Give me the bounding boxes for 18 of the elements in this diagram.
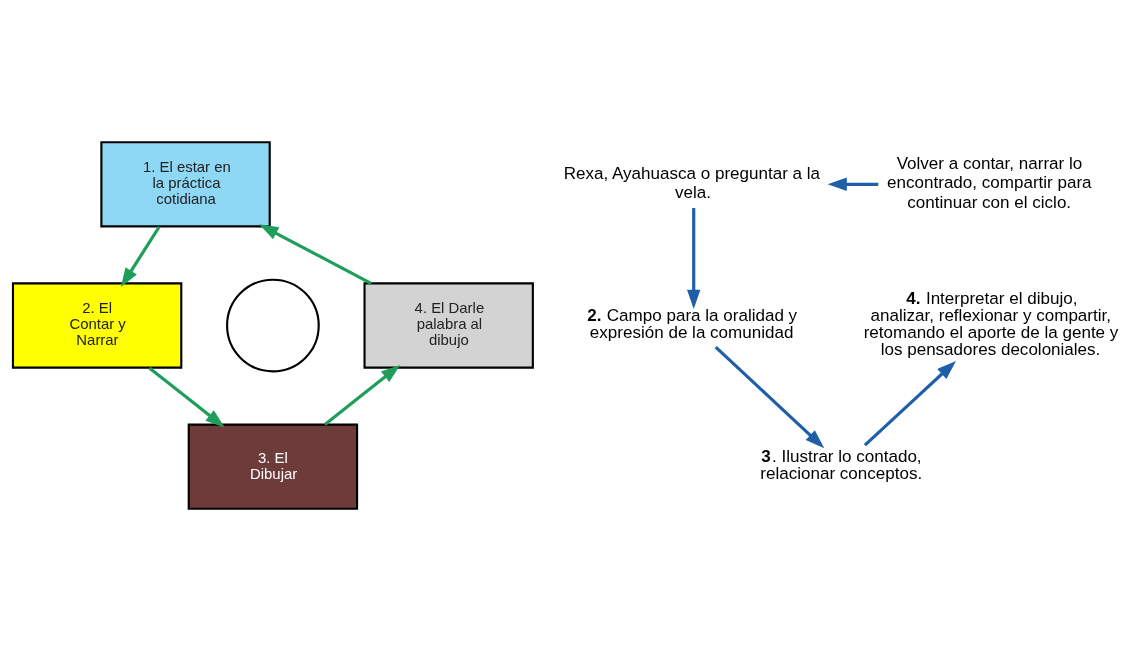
node-text: 2. Campo para la oralidad y expresión de la comunidad xyxy=(587,305,798,342)
arrow xyxy=(323,364,401,426)
node-box: 2. El Contar y Narrar xyxy=(11,281,183,369)
arrow xyxy=(714,345,825,448)
arrow xyxy=(259,223,372,285)
arrow xyxy=(148,366,225,427)
node-text: Rexa, Ayahuasca o preguntar a la vela. xyxy=(563,163,821,202)
arrow xyxy=(120,225,161,287)
node-box: 1. El estar en la práctica cotidiana xyxy=(100,140,271,227)
node-box: 4. El Darle palabra al dibujo xyxy=(363,281,534,369)
node-box: 3. El Dibujar xyxy=(187,423,359,510)
node-text: 4. Interpretar el dibujo, analizar, reflexionar y compartir, retomando el aporte de la gente y los pensadores decoloniales. xyxy=(863,288,1119,359)
arrow xyxy=(863,360,956,446)
arrow xyxy=(827,177,879,191)
arrow xyxy=(687,207,701,309)
node-circle xyxy=(226,278,320,372)
node-text: 3. Ilustrar lo contado, relacionar conceptos. xyxy=(760,446,923,483)
node-text: Volver a contar, narrar lo encontrado, compartir para continuar con el ciclo. xyxy=(887,153,1092,212)
